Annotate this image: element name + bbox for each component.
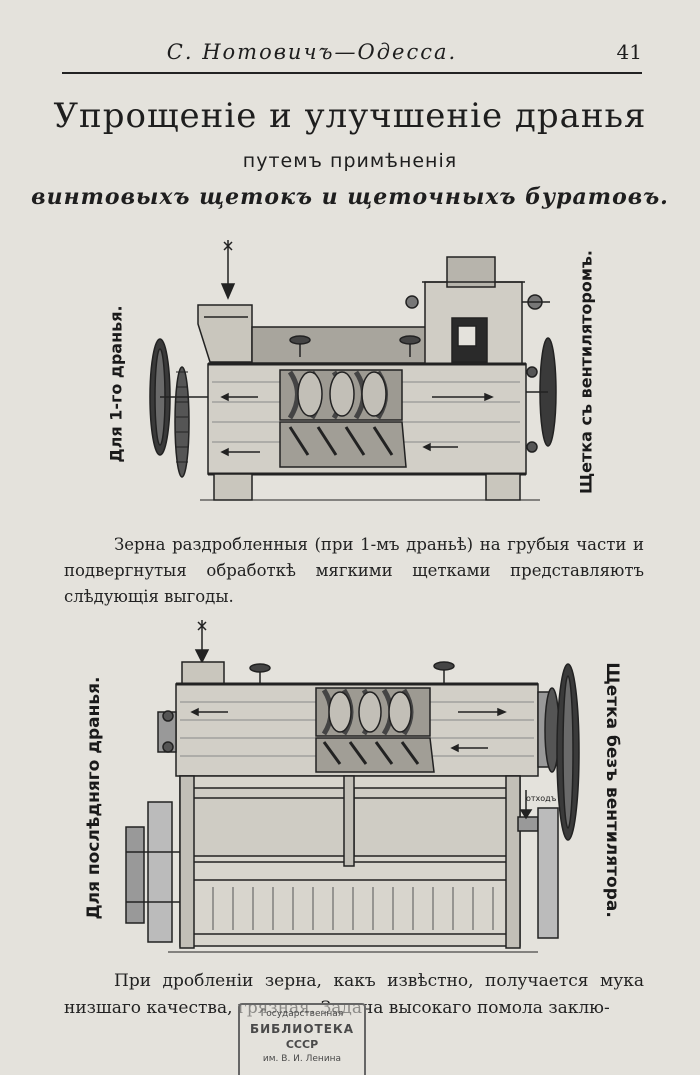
subtitle-emphasis: винтовыхъ щетокъ и щеточныхъ буратовъ. — [31, 184, 669, 210]
figure2-right-label: Щетка безъ вентилятора. — [602, 662, 622, 918]
outlet-label: отходъ — [526, 794, 557, 803]
paragraph-first-break: Зерна раздробленныя (при 1-мъ драньѣ) на… — [64, 535, 644, 606]
figure1-right-label: Щетка съ вентиляторомъ. — [576, 249, 596, 495]
page-title: Упрощеніе и улучшеніе дранья — [53, 96, 647, 136]
page-number: 41 — [616, 40, 642, 64]
figure-first-break-machine — [149, 240, 557, 501]
stamp-line-state: Государственная — [260, 1009, 344, 1019]
figure-last-break-machine — [125, 620, 580, 953]
subtitle: путемъ примѣненія — [242, 150, 458, 172]
stamp-line-library: БИБЛИОТЕКА — [249, 1022, 355, 1036]
library-stamp: Государственная БИБЛИОТЕКА СССР им. В. И… — [238, 1003, 366, 1075]
header: С. Нотовичъ—Одесса. 41 — [62, 36, 642, 74]
figure2-left-label: Для послѣдняго дранья. — [84, 676, 104, 920]
stamp-line-lenin: им. В. И. Ленина — [262, 1054, 342, 1064]
figure1-left-label: Для 1-го дранья. — [106, 305, 126, 463]
running-head: С. Нотовичъ—Одесса. — [166, 40, 458, 64]
stamp-line-ussr: СССР — [285, 1038, 319, 1051]
